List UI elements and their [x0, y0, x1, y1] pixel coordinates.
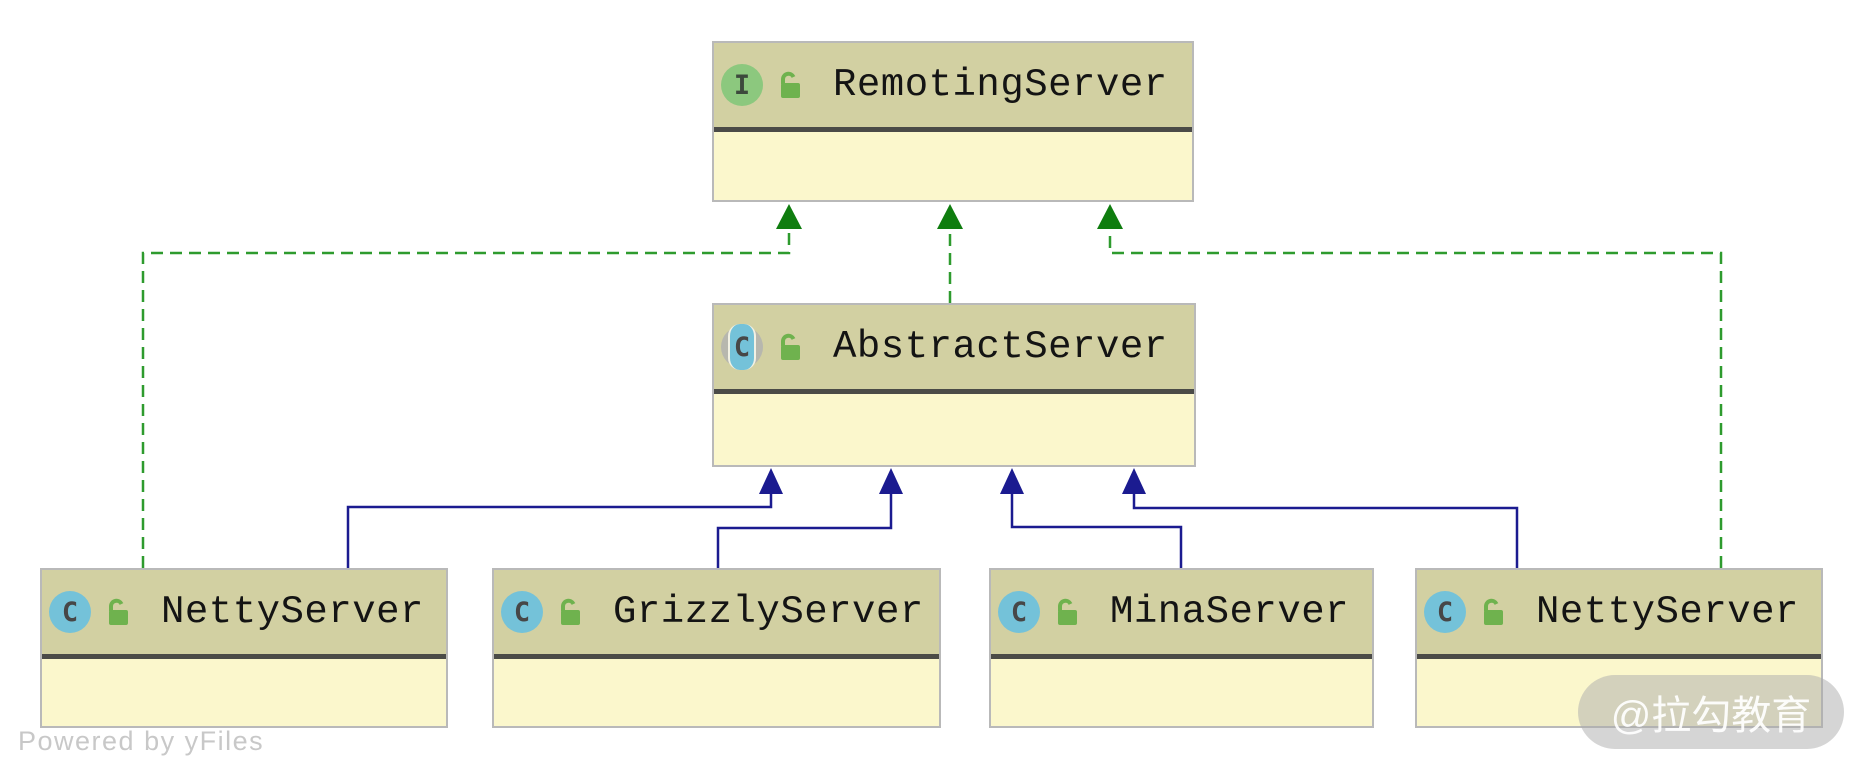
open-lock-icon [109, 598, 128, 625]
node-title: NettyServer [161, 590, 424, 634]
node-divider [991, 654, 1372, 659]
open-lock-icon [781, 71, 800, 98]
open-lock-icon [1058, 598, 1077, 625]
powered-by-yfiles-label: Powered by yFiles [18, 726, 265, 756]
node-divider [1417, 654, 1821, 659]
edge-nettyserver-right-extends-abstractserver [1132, 493, 1519, 568]
edge-nettyserver-right-implements-remotingserver [1108, 229, 1723, 568]
class-icon-letter: C [61, 596, 79, 628]
open-lock-icon [1484, 598, 1503, 625]
abstract-class-icon: C [721, 324, 763, 370]
class-node-remotingserver[interactable]: I RemotingServer [712, 41, 1194, 202]
edge-nettyserver-left-implements-remotingserver [141, 229, 791, 568]
node-body [714, 132, 1192, 200]
class-icon-letter: C [1436, 596, 1454, 628]
class-node-abstractserver[interactable]: C AbstractServer [712, 303, 1196, 467]
interface-icon-letter: I [733, 69, 751, 101]
node-title: GrizzlyServer [613, 590, 924, 634]
class-icon-letter: C [733, 331, 751, 363]
open-lock-icon [781, 333, 800, 360]
node-header: C MinaServer [991, 570, 1372, 654]
node-header: I RemotingServer [714, 43, 1192, 127]
node-body [494, 659, 939, 726]
arrowhead-implements-left [776, 204, 802, 229]
node-header: C NettyServer [42, 570, 446, 654]
arrowhead-implements-right [1097, 204, 1123, 229]
node-title: MinaServer [1110, 590, 1350, 634]
node-title: AbstractServer [833, 325, 1168, 369]
node-divider [42, 654, 446, 659]
abstract-class-icon-band: C [728, 324, 756, 370]
open-lock-icon [561, 598, 580, 625]
class-icon-letter: C [513, 596, 531, 628]
node-header: C NettyServer [1417, 570, 1821, 654]
arrowhead-implements-center [937, 204, 963, 229]
watermark-badge: @拉勾教育 [1578, 675, 1844, 749]
class-node-grizzlyserver[interactable]: C GrizzlyServer [492, 568, 941, 728]
edge-minaserver-extends-abstractserver [1010, 493, 1183, 568]
class-icon: C [501, 591, 543, 633]
arrowhead-extends-2 [879, 468, 903, 494]
arrowhead-extends-1 [759, 468, 783, 494]
node-header: C GrizzlyServer [494, 570, 939, 654]
node-title: NettyServer [1536, 590, 1799, 634]
class-icon: C [998, 591, 1040, 633]
node-body [714, 394, 1194, 465]
node-body [42, 659, 446, 726]
node-body [991, 659, 1372, 726]
class-node-minaserver[interactable]: C MinaServer [989, 568, 1374, 728]
watermark-text: @拉勾教育 [1610, 694, 1812, 738]
edge-nettyserver-left-extends-abstractserver [346, 493, 773, 568]
node-title: RemotingServer [833, 63, 1168, 107]
class-icon-letter: C [1010, 596, 1028, 628]
edge-grizzlyserver-extends-abstractserver [716, 493, 893, 568]
class-icon: C [1424, 591, 1466, 633]
class-node-nettyserver-left[interactable]: C NettyServer [40, 568, 448, 728]
class-icon: C [49, 591, 91, 633]
arrowhead-extends-4 [1122, 468, 1146, 494]
interface-icon: I [721, 64, 763, 106]
node-divider [494, 654, 939, 659]
node-divider [714, 389, 1194, 394]
node-divider [714, 127, 1192, 132]
arrowhead-extends-3 [1000, 468, 1024, 494]
node-header: C AbstractServer [714, 305, 1194, 389]
